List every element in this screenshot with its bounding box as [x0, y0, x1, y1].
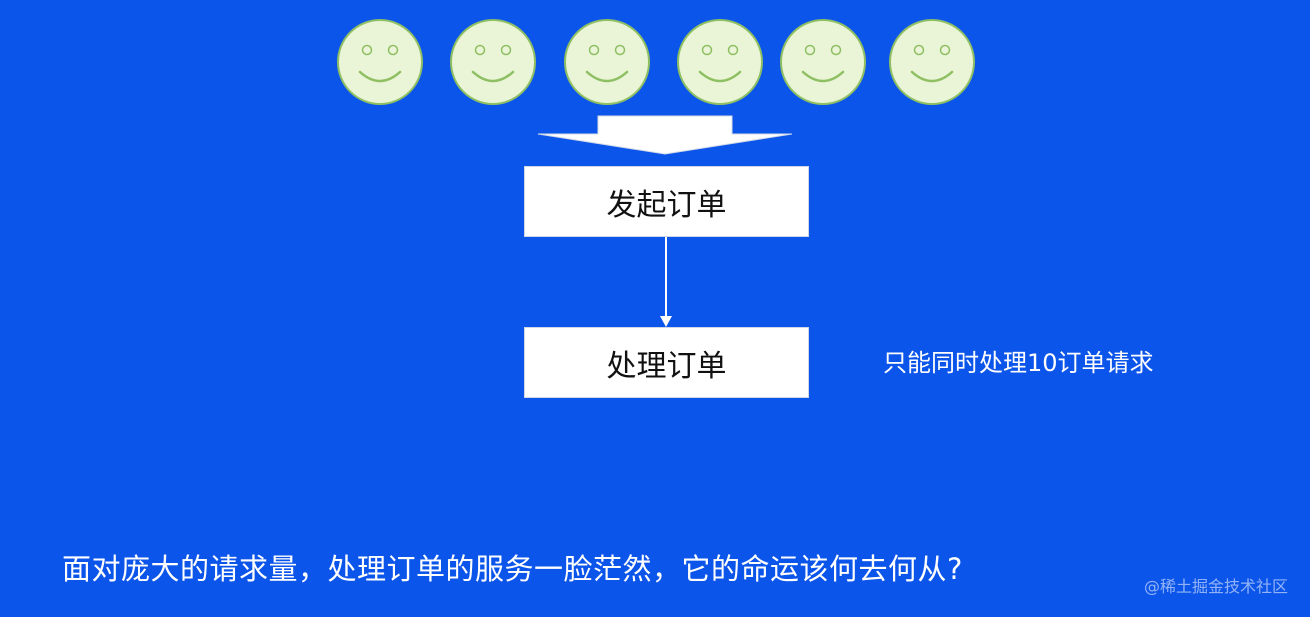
smiley-face-icon	[564, 19, 650, 105]
process-order-label: 处理订单	[606, 348, 727, 384]
smiley-face-icon	[889, 19, 975, 105]
watermark: @稀土掘金技术社区	[1143, 577, 1288, 596]
process-order-box: 处理订单	[524, 327, 809, 398]
initiate-order-label: 发起订单	[606, 187, 727, 223]
initiate-order-box: 发起订单	[524, 166, 809, 237]
smiley-face-icon	[780, 19, 866, 105]
flow-connector	[660, 237, 672, 327]
smiley-face-icon	[337, 19, 423, 105]
slide-caption: 面对庞大的请求量，处理订单的服务一脸茫然，它的命运该何去何从?	[62, 552, 963, 586]
capacity-note: 只能同时处理10订单请求	[883, 349, 1154, 377]
user-row	[337, 19, 975, 105]
funnel-arrow	[537, 115, 793, 155]
smiley-face-icon	[450, 19, 536, 105]
smiley-face-icon	[677, 19, 763, 105]
